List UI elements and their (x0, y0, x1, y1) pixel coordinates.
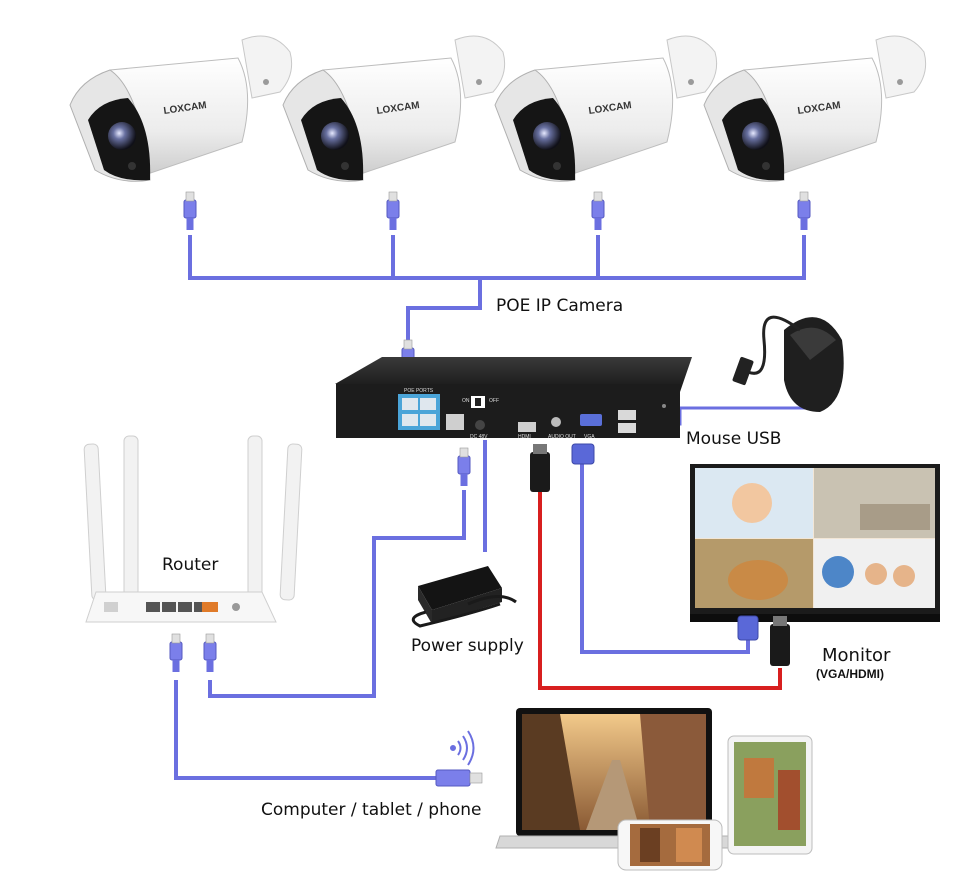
wifi-router (83, 435, 303, 623)
ip-camera-1: LOXCAM (69, 35, 293, 182)
router-to-devices-cable (174, 680, 436, 780)
tablet (727, 735, 813, 855)
poe-camera-label: POE IP Camera (496, 296, 624, 316)
camera-ethernet-bus (188, 235, 806, 345)
router-label: Router (162, 555, 219, 575)
poe-ports-label: POE PORTS (404, 388, 434, 394)
usb-mouse (732, 315, 844, 412)
laptop (495, 708, 737, 849)
rj45-connector-cam4 (797, 191, 811, 231)
vga-connector-nvr (571, 443, 595, 465)
vga-cable (580, 464, 750, 654)
monitor-interface-label: (VGA/HDMI) (816, 667, 884, 681)
smartphone (617, 819, 723, 871)
rj45-connector-nvr-router (457, 447, 471, 487)
monitor-display (690, 464, 940, 622)
monitor-label: Monitor (822, 645, 891, 666)
dc-in-label: DC 48V (470, 434, 488, 440)
client-devices-label: Computer / tablet / phone (261, 800, 482, 820)
hdmi-cable (538, 488, 782, 690)
switch-off-label: OFF (489, 398, 499, 404)
nvr-to-router-cable (208, 490, 466, 698)
rj45-connector-router-2 (203, 633, 217, 673)
rj45-connector-cam1 (183, 191, 197, 231)
audio-out-label: AUDIO OUT (548, 434, 576, 440)
nvr-recorder: POE PORTS HDMI AUDIO OUT VGA DC 48V ON O… (335, 357, 692, 440)
rj45-connector-router-1 (169, 633, 183, 673)
vga-port-label: VGA (584, 434, 595, 440)
power-adapter (411, 566, 517, 628)
mouse-usb-label: Mouse USB (686, 429, 782, 449)
rj45-connector-cam3 (591, 191, 605, 231)
vga-connector-monitor (737, 615, 759, 641)
rj45-connector-cam2 (386, 191, 400, 231)
power-supply-label: Power supply (411, 636, 524, 656)
rj45-connector-client (435, 769, 483, 787)
hdmi-port-label: HDMI (518, 434, 531, 440)
hdmi-connector-nvr (530, 444, 550, 492)
switch-on-label: ON (462, 398, 470, 404)
wifi-signal-icon (450, 730, 475, 766)
hdmi-connector-monitor (770, 616, 790, 666)
